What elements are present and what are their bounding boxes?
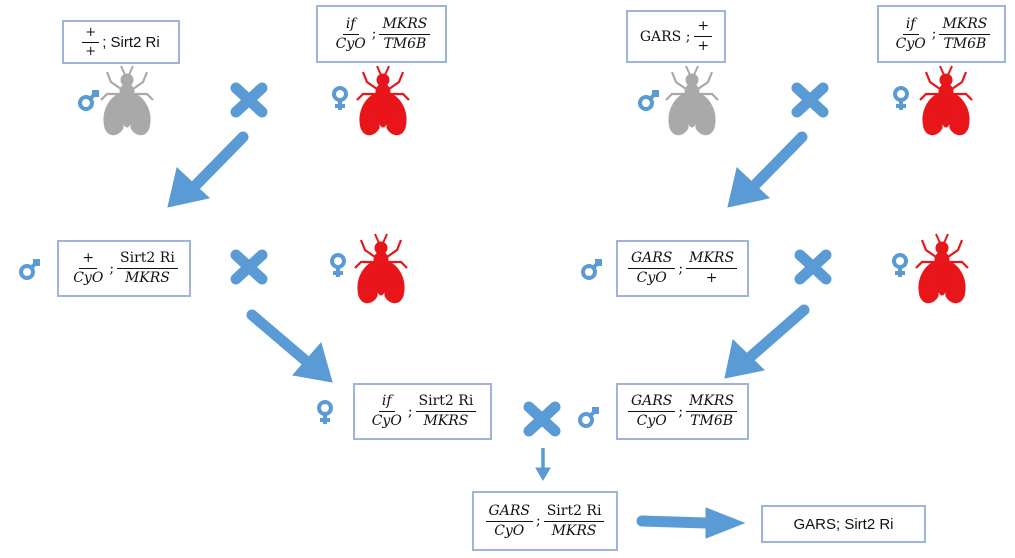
cross-icon <box>230 82 268 118</box>
arrow-icon <box>727 131 808 208</box>
fraction: Sirt2 Ri MKRS <box>415 394 477 428</box>
arrow-icon <box>636 507 746 539</box>
fraction: Sirt2 Ri MKRS <box>543 504 605 538</box>
fraction: + + <box>694 19 713 53</box>
female-symbol-icon <box>332 86 348 110</box>
fraction: GARS CyO <box>627 251 676 285</box>
final-genotype-label: GARS; Sirt2 Ri <box>793 515 894 533</box>
cross-icon <box>523 401 561 437</box>
male-symbol-icon <box>19 259 40 280</box>
fraction: Sirt2 Ri MKRS <box>117 251 178 285</box>
fraction: MKRS TM6B <box>686 394 738 428</box>
arrow-icon <box>246 309 333 383</box>
female-fly-icon <box>914 232 970 304</box>
female-symbol-icon <box>317 400 333 424</box>
female-fly-icon <box>353 232 409 304</box>
male-fly-icon <box>664 64 720 136</box>
genotype-box-f3: GARS CyO ; Sirt2 Ri MKRS <box>472 491 618 551</box>
fraction: if CyO <box>371 393 402 429</box>
female-fly-icon <box>355 64 411 136</box>
male-symbol-icon <box>578 407 599 428</box>
male-symbol-icon <box>638 90 659 111</box>
female-fly-icon <box>918 64 974 136</box>
genotype-box-p1-left-male: + + ; Sirt2 Ri <box>62 20 180 64</box>
arrow-icon <box>167 131 249 208</box>
arrow-icon <box>535 448 551 481</box>
genotype-box-p1-left-female: if CyO ; MKRS TM6B <box>316 5 447 63</box>
male-fly-icon <box>99 64 155 136</box>
fraction: GARS CyO <box>627 394 676 428</box>
cross-icon <box>794 249 832 285</box>
genotype-box-final: GARS; Sirt2 Ri <box>761 505 926 543</box>
cross-icon <box>791 82 829 118</box>
arrow-icon <box>724 304 810 379</box>
genotype-box-f2-female: if CyO ; Sirt2 Ri MKRS <box>353 383 492 440</box>
female-symbol-icon <box>893 86 909 110</box>
genotype-suffix: ; Sirt2 Ri <box>102 33 160 51</box>
fraction: + + <box>82 26 100 58</box>
genotype-box-f2-male: GARS CyO ; MKRS TM6B <box>616 383 749 440</box>
cross-icon <box>230 249 268 285</box>
male-symbol-icon <box>78 90 99 111</box>
male-symbol-icon <box>581 259 602 280</box>
genotype-box-f1-right-male: GARS CyO ; MKRS + <box>616 240 749 297</box>
genotype-box-f1-left-male: + CyO ; Sirt2 Ri MKRS <box>57 240 191 297</box>
genotype-box-p1-right-male: GARS ; + + <box>626 10 726 63</box>
fraction: if CyO <box>335 15 366 52</box>
female-symbol-icon <box>892 253 908 277</box>
fraction: if CyO <box>895 15 926 52</box>
fraction: + CyO <box>73 250 104 286</box>
genotype-prefix: GARS ; <box>639 28 691 45</box>
female-symbol-icon <box>330 253 346 277</box>
fraction: MKRS + <box>686 251 738 285</box>
fraction: MKRS TM6B <box>379 17 431 51</box>
genotype-box-p1-right-female: if CyO ; MKRS TM6B <box>877 5 1006 63</box>
fraction: GARS CyO <box>485 504 533 538</box>
fraction: MKRS TM6B <box>939 17 991 51</box>
